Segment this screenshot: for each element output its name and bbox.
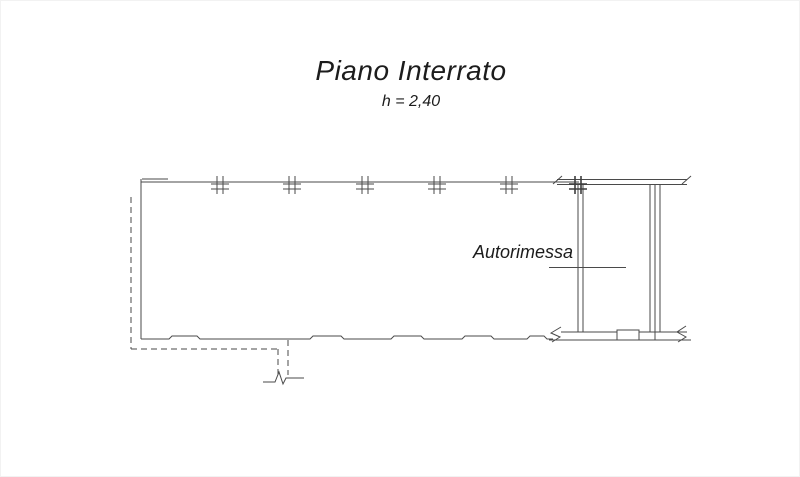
- crosshair-hash-icon: [210, 175, 230, 195]
- height-note: h = 2,40: [381, 93, 441, 110]
- partition-wall-double: [578, 184, 583, 332]
- bottom-wall-right-double: [549, 326, 691, 342]
- crosshair-hash-icon: [427, 175, 447, 195]
- bottom-wall: [141, 336, 553, 339]
- wall-break-mark-right: [677, 326, 686, 342]
- crosshair-hash-icon: [355, 175, 375, 195]
- column-markers: [210, 175, 519, 195]
- garage-door: [617, 330, 639, 340]
- room-label-autorimessa: Autorimessa: [473, 242, 574, 262]
- page-title: Piano Interrato: [315, 55, 507, 86]
- right-wall-triple: [650, 184, 660, 340]
- crosshair-hash-icon: [499, 175, 519, 195]
- ramp-dashed-outline: [131, 197, 288, 379]
- ramp-break-mark: [263, 372, 304, 384]
- top-wall: [141, 179, 579, 182]
- crosshair-hash-icon: [282, 175, 302, 195]
- wall-break-mark-left: [551, 327, 561, 342]
